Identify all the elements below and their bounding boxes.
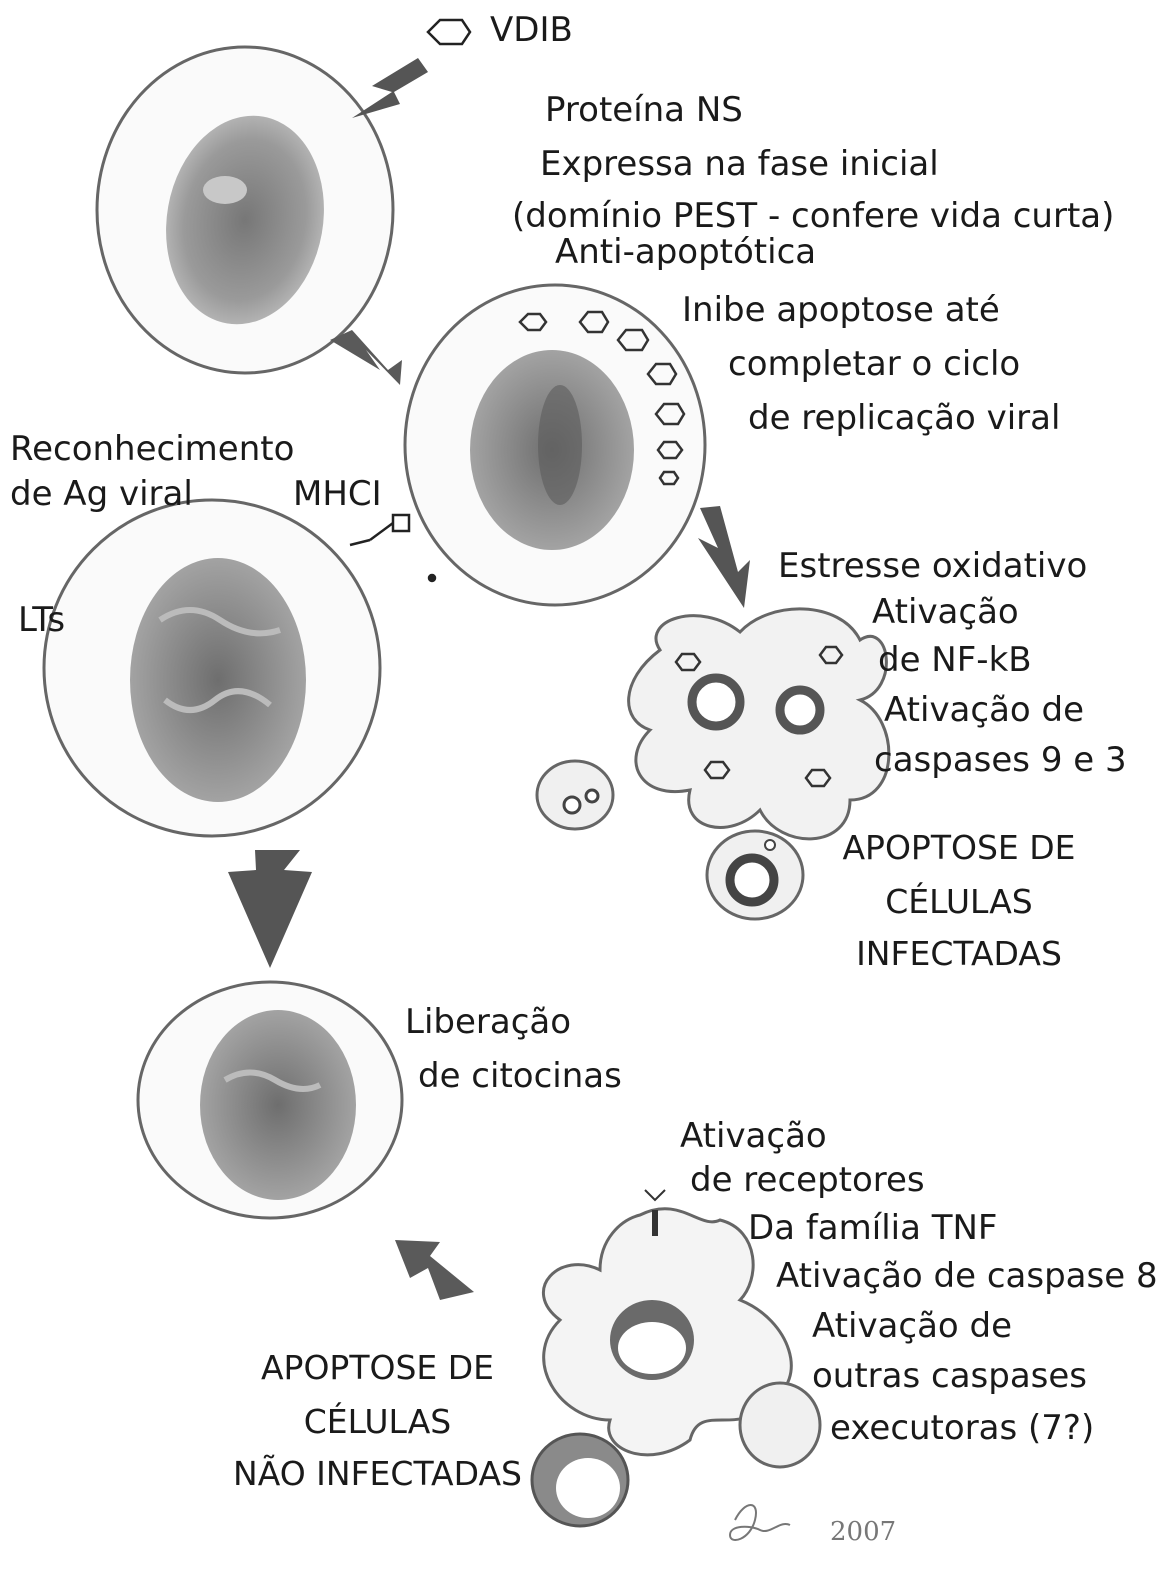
- intrinsic-line-1: Estresse oxidativo: [778, 542, 1087, 590]
- intrinsic-line-3: de NF-kB: [878, 636, 1032, 684]
- intrinsic-outcome-line-1: APOPTOSE DE: [814, 822, 1104, 874]
- ns-protein-line-7: de replicação viral: [748, 394, 1060, 442]
- extrinsic-line-2: de receptores: [690, 1156, 925, 1204]
- mhc-connection: [350, 515, 435, 581]
- cytokines-line-1: Liberação: [405, 998, 571, 1046]
- extrinsic-line-4: Ativação de caspase 8: [776, 1252, 1158, 1300]
- intrinsic-line-2: Ativação: [872, 588, 1019, 636]
- intrinsic-line-4: Ativação de: [884, 686, 1084, 734]
- ns-protein-line-2: Expressa na fase inicial: [540, 140, 939, 188]
- virus-label: VDIB: [490, 6, 573, 54]
- intrinsic-line-5: caspases 9 e 3: [874, 736, 1127, 784]
- ns-protein-line-4: Anti-apoptótica: [555, 228, 816, 276]
- signature-mark: [730, 1505, 790, 1540]
- recognition-line-1: Reconhecimento: [10, 425, 294, 473]
- intrinsic-outcome-line-2: CÉLULAS: [814, 876, 1104, 928]
- t-lymphocyte-cell: [44, 500, 380, 836]
- extrinsic-line-6: outras caspases: [812, 1352, 1087, 1400]
- ns-protein-line-1: Proteína NS: [545, 86, 743, 134]
- infected-cell-initial: [97, 47, 393, 373]
- arrow-ns-expression: [330, 330, 402, 385]
- signature-year: 2007: [830, 1508, 896, 1556]
- arrow-infection: [352, 58, 428, 118]
- extrinsic-line-5: Ativação de: [812, 1302, 1012, 1350]
- infected-cell-ns: [405, 285, 705, 605]
- arrow-lt-activation: [228, 850, 312, 968]
- ns-protein-line-6: completar o ciclo: [728, 340, 1020, 388]
- recognition-line-2: de Ag viral: [10, 470, 193, 518]
- extrinsic-line-3: Da família TNF: [748, 1204, 998, 1252]
- extrinsic-line-1: Ativação: [680, 1112, 827, 1160]
- effector-lymphocyte-cell: [138, 982, 402, 1218]
- cytokines-line-2: de citocinas: [418, 1052, 622, 1100]
- lt-label: LTs: [18, 596, 65, 644]
- intrinsic-outcome-line-3: INFECTADAS: [814, 928, 1104, 980]
- extrinsic-outcome-line-1: APOPTOSE DE: [205, 1342, 550, 1394]
- virus-icon: [428, 20, 470, 44]
- arrow-cytokine-release: [395, 1240, 474, 1300]
- ns-protein-line-5: Inibe apoptose até: [682, 286, 1000, 334]
- arrow-intrinsic-apoptosis: [698, 506, 750, 608]
- apoptotic-infected-cell: [629, 609, 889, 839]
- extrinsic-outcome-line-2: CÉLULAS: [205, 1396, 550, 1448]
- extrinsic-outcome-line-3: NÃO INFECTADAS: [205, 1448, 550, 1500]
- extrinsic-line-7: executoras (7?): [830, 1404, 1094, 1452]
- mhc-label: MHCI: [293, 470, 382, 518]
